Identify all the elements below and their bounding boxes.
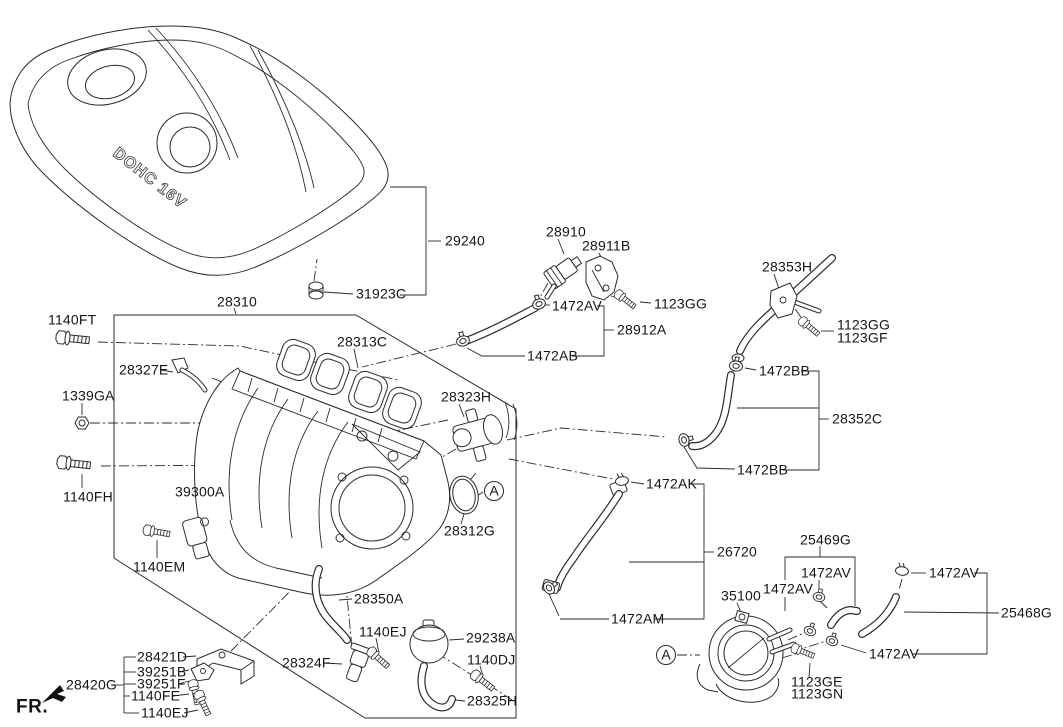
part-label-28352c: 28352C <box>832 410 883 427</box>
part-label-1472ak: 1472AK <box>646 475 698 492</box>
pcsv-drawing <box>452 408 504 462</box>
part-label-1472bb-bottom: 1472BB <box>737 461 789 478</box>
part-label-1472av-bottom: 1472AV <box>869 645 919 662</box>
vacuum-elbow-drawing <box>827 606 861 629</box>
part-label-28912a: 28912A <box>617 321 667 338</box>
part-label-1472av-mid: 1472AV <box>801 564 851 581</box>
front-direction-arrow-icon <box>42 685 66 703</box>
clip-1472av-right-drawing <box>894 561 910 577</box>
vent-hose-drawing <box>688 371 735 451</box>
bolt-1140em-drawing <box>141 523 171 540</box>
vacuum-nipple-drawing <box>171 357 208 393</box>
part-label-28421d: 28421D <box>137 648 188 665</box>
part-label-28350a: 28350A <box>354 590 404 607</box>
part-label-25469g: 25469G <box>800 531 852 548</box>
intake-manifold-drawing <box>171 357 518 596</box>
part-label-1472ab: 1472AB <box>527 347 579 364</box>
part-label-1472bb-top: 1472BB <box>759 362 811 379</box>
throttle-body-drawing <box>696 610 797 703</box>
canister-hose-b-drawing <box>417 662 456 712</box>
part-label-28911b: 28911B <box>582 237 631 254</box>
nut-1339ga-drawing <box>74 416 90 430</box>
part-label-28327e: 28327E <box>119 361 169 378</box>
part-label-1339ga: 1339GA <box>62 387 115 404</box>
part-label-39251f: 39251F <box>137 675 186 692</box>
part-label-1472av-purge: 1472AV <box>552 297 602 314</box>
clamp-1472av-mid-drawing <box>811 587 827 604</box>
part-label-25468g: 25468G <box>1001 604 1053 621</box>
purge-solenoid-drawing <box>543 255 583 300</box>
part-label-28324f: 28324F <box>282 654 331 671</box>
clamp-1472ab-drawing <box>453 330 472 349</box>
purge-bracket-drawing <box>585 255 619 301</box>
part-label-35100: 35100 <box>721 587 761 604</box>
part-label-39251b: 39251B <box>137 663 187 680</box>
part-label-28325h: 28325H <box>467 692 518 709</box>
svg-text:A: A <box>489 483 499 499</box>
part-label-1472av-right: 1472AV <box>929 564 979 581</box>
bolt-1123gg-top-drawing <box>612 287 639 312</box>
part-label-1123gg-top: 1123GG <box>654 295 708 312</box>
part-label-1123gn: 1123GN <box>791 685 844 702</box>
part-label-28323h: 28323H <box>441 388 492 405</box>
part-label-28313c: 28313C <box>337 333 388 350</box>
part-label-28910: 28910 <box>546 223 586 240</box>
detail-marker-a1: A <box>484 481 504 501</box>
part-label-39300a: 39300A <box>175 483 225 500</box>
svg-text:A: A <box>661 647 671 663</box>
bolt-1140ft-drawing <box>54 329 91 348</box>
part-label-28353h: 28353H <box>762 258 813 275</box>
part-label-31923c: 31923C <box>356 285 407 302</box>
part-label-28310: 28310 <box>217 293 257 310</box>
clip-1472ak-drawing <box>613 471 630 487</box>
throttle-gasket-ring <box>449 472 479 515</box>
part-label-1472am: 1472AM <box>611 610 665 627</box>
part-label-1140ej-mid: 1140EJ <box>359 623 407 640</box>
part-label-29240: 29240 <box>445 232 485 249</box>
part-label-1123gg-right: 1123GG <box>837 316 891 333</box>
part-label-29238a: 29238A <box>466 629 516 646</box>
part-label-28312g: 28312G <box>444 522 496 539</box>
bolt-1140dj-drawing <box>468 667 497 694</box>
pcv-hose-drawing <box>541 479 628 594</box>
part-label-1472av-left: 1472AV <box>763 580 813 597</box>
part-label-1140fh: 1140FH <box>63 488 113 505</box>
canister-hose-a-drawing <box>311 565 351 644</box>
part-label-1140fe: 1140FE <box>131 687 181 704</box>
part-label-1140em: 1140EM <box>133 558 186 575</box>
vacuum-hose-drawing <box>858 593 900 638</box>
part-label-1140ft: 1140FT <box>48 311 97 328</box>
clamp-1472av-left-drawing <box>802 620 819 638</box>
part-label-1123ge: 1123GE <box>791 673 843 690</box>
purge-hose-drawing <box>462 304 539 345</box>
engine-cover-drawing: DOHC 16V <box>9 25 389 300</box>
stay-bracket-drawing <box>190 662 215 682</box>
map-sensor-drawing <box>182 516 210 560</box>
vent-pipe-drawing <box>731 254 836 363</box>
detail-marker-a2: A <box>656 645 676 665</box>
part-label-1140ej-bl: 1140EJ <box>141 704 189 721</box>
part-label-26720: 26720 <box>717 543 757 560</box>
clamp-1472av-bottom-drawing <box>824 631 841 648</box>
canister-drawing <box>409 619 449 669</box>
part-label-1140dj: 1140DJ <box>467 651 516 668</box>
part-label-1123gf: 1123GF <box>837 329 888 346</box>
purge-valve-drawing <box>346 642 373 683</box>
front-direction-label: FR. <box>16 696 49 718</box>
bolt-1140fh-drawing <box>55 454 92 473</box>
bolt-1123gg-right-drawing <box>796 314 822 339</box>
grommet-drawing <box>308 281 324 300</box>
callout-lines <box>81 186 1000 714</box>
manifold-group-frame <box>113 314 517 719</box>
manifold-gasket-drawing <box>276 338 422 430</box>
part-label-28420g: 28420G <box>66 676 118 693</box>
